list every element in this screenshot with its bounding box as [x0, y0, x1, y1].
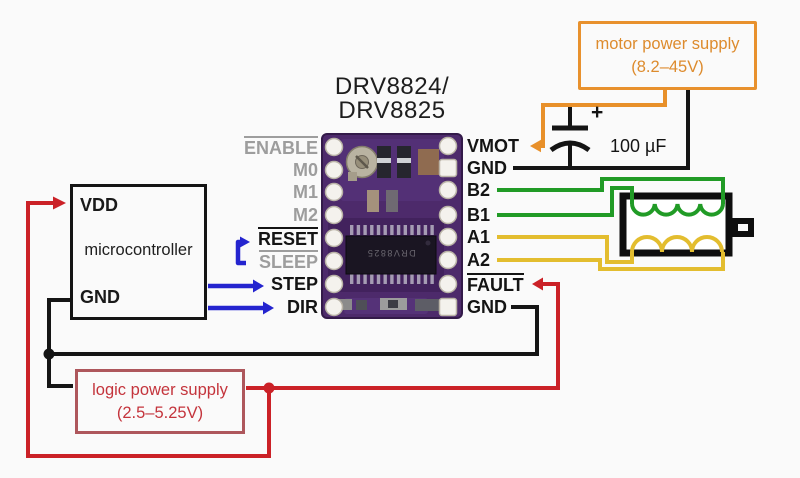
logic-power-wires	[26, 196, 560, 458]
motor-power-supply-box: motor power supply (8.2–45V)	[578, 21, 757, 90]
logic-power-supply-box: logic power supply (2.5–5.25V)	[75, 369, 245, 434]
vmot-arrowhead	[530, 139, 541, 153]
step-arrowhead	[253, 279, 264, 293]
driver-gnd-wire	[49, 305, 539, 356]
pin-label-vmot: VMOT	[467, 136, 519, 156]
logic-supply-range: (2.5–5.25V)	[116, 403, 204, 422]
red-junction-dot	[263, 382, 275, 394]
coil-b-winding	[630, 203, 725, 217]
capacitor-value-label: 100 µF	[610, 136, 667, 156]
pin-label-dir: DIR	[287, 297, 318, 317]
chip-marking-text: DRV8825	[366, 248, 415, 258]
a1-wire	[497, 235, 634, 264]
motor-supply-name: motor power supply	[595, 34, 740, 53]
pin-label-a2: A2	[467, 250, 491, 270]
a2-wire	[497, 252, 725, 271]
board-pads-left	[324, 137, 344, 317]
vdd-loop-wire	[26, 201, 271, 458]
pin-label-m2: M2	[292, 205, 318, 225]
pin-label-b2: B2	[467, 180, 491, 200]
coil-a-wires	[497, 235, 725, 271]
pin-label-m1: M1	[292, 182, 318, 202]
board-pads-right	[438, 136, 458, 317]
fault-arrowhead	[532, 277, 543, 291]
driver-board-graphic: DRV8825	[321, 133, 463, 319]
capacitor-icon	[549, 103, 591, 168]
pin-label-b1: B1	[467, 205, 491, 225]
dir-arrowhead	[263, 301, 274, 315]
mcu-gnd-label: GND	[80, 287, 120, 307]
logic-supply-name: logic power supply	[92, 380, 228, 399]
black-junction-dot	[43, 348, 55, 360]
pin-label-gnd-top: GND	[467, 158, 507, 178]
pin-label-a1: A1	[467, 227, 491, 247]
pin-label-enable: ENABLE	[243, 136, 318, 158]
pin-label-gnd-bottom: GND	[467, 297, 507, 317]
mcu-vdd-label: VDD	[80, 195, 119, 215]
motor-power-wires	[530, 89, 667, 153]
board-title-line2: DRV8825	[338, 97, 446, 124]
signal-wires	[208, 236, 274, 315]
mcu-name-label: microcontroller	[84, 241, 193, 259]
smd-components	[337, 146, 440, 311]
pin-label-step: STEP	[270, 274, 318, 294]
driver-chip-icon: DRV8825	[345, 225, 437, 284]
jumper-arrowhead	[240, 236, 250, 248]
pin-label-m0: M0	[292, 160, 318, 180]
mcu-gnd-wire	[47, 298, 73, 388]
b1-wire	[497, 186, 634, 217]
coil-b-wires	[497, 177, 725, 217]
pin-label-fault: FAULT	[467, 273, 524, 295]
coil-a-winding	[630, 235, 724, 253]
pin-label-sleep: SLEEP	[258, 250, 318, 272]
motor-supply-range: (8.2–45V)	[631, 57, 704, 76]
microcontroller-box: VDD microcontroller GND	[70, 184, 207, 320]
board-title-line1: DRV8824/	[334, 73, 450, 100]
fault-wire	[246, 282, 560, 390]
pin-label-reset: RESET	[257, 227, 318, 249]
b2-wire	[497, 177, 725, 204]
vdd-arrowhead	[53, 196, 66, 210]
stepper-motor-icon	[619, 192, 754, 257]
capacitor-polarity-label: +	[591, 101, 604, 124]
reset-sleep-jumper	[235, 239, 246, 266]
board-title: DRV8824/ DRV8825	[312, 75, 472, 123]
